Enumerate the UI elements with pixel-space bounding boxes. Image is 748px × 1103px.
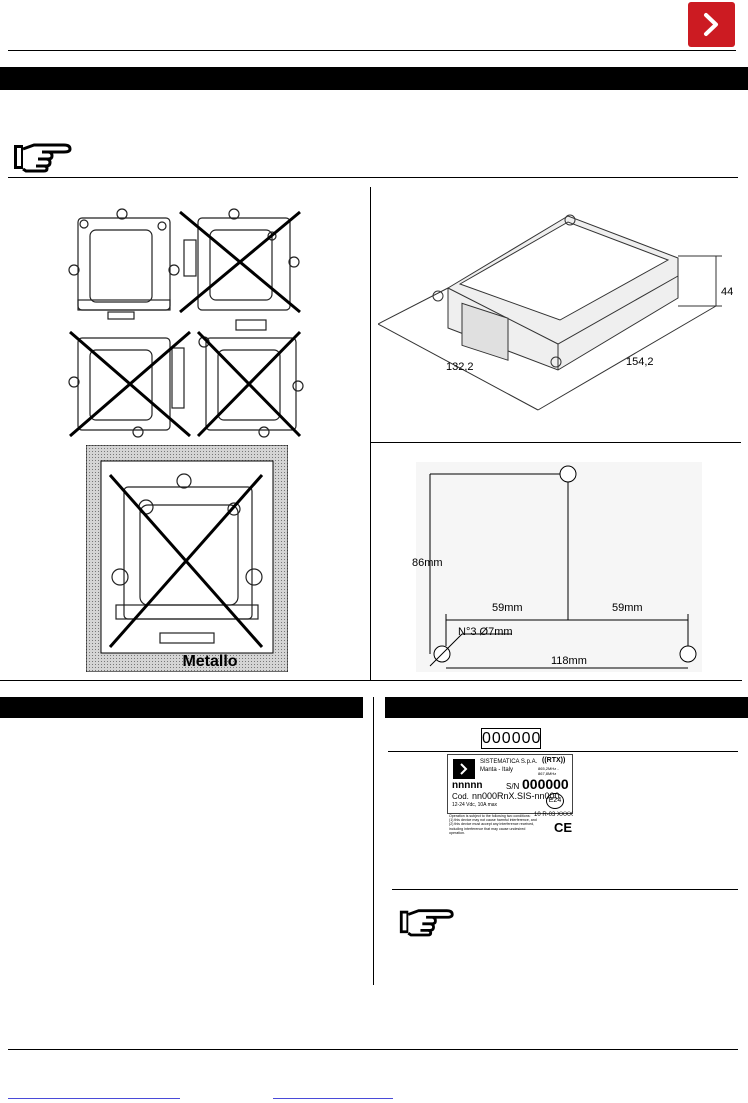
height-dimension: 44 [721,286,734,298]
figure-mid-rule [371,442,741,443]
footer-link-right[interactable] [273,1098,393,1099]
lower-divider [373,697,374,985]
fine-print-line: including interference that may cause un… [449,826,526,835]
label-frequency: 865,2MHz - 867,8MHz [538,766,559,776]
fine-print-line: Operation is subject to the following tw… [449,814,531,818]
section-bar-right [385,697,748,718]
label-radio: ((RTX)) [542,757,566,764]
label-approval: E24 [546,793,564,809]
label-cod-value: nn000RnX.SIS-nn000 [472,791,560,801]
width-dimension: 154,2 [626,356,654,368]
figure-bottom-rule [0,680,742,681]
vertical-distance-label: 86mm [412,557,443,569]
label-cod-label: Cod. [452,792,469,801]
chevron-right-icon [460,763,468,775]
note-rule-lower [392,889,738,890]
material-label: Metallo [182,653,238,670]
holes-spec-label: N°3 Ø7mm [458,626,513,638]
right-distance-label: 59mm [612,602,643,614]
footer-rule [8,1049,738,1050]
label-sn-label: S/N [506,782,520,791]
label-code-short: nnnnn [452,780,483,791]
label-sn-value: 000000 [522,776,569,792]
label-fine-print: Operation is subject to the following tw… [449,814,537,835]
serial-number-field: 000000 [481,728,542,749]
hole-pattern-figure [429,465,697,669]
label-location: Manta - Italy [480,767,514,773]
figure-divider [370,187,371,680]
label-approval-number: 10 R-03 XXXX [534,812,574,818]
hole-pattern-panel [416,462,702,672]
fine-print-line: (2) this device must accept any interfer… [449,822,535,827]
serial-rule [388,751,738,752]
label-logo [453,759,475,779]
note-rule [8,177,738,178]
pointing-hand-icon [14,143,72,173]
dimensions-isometric-figure [378,214,722,411]
total-distance-label: 118mm [551,655,587,667]
header-rule [8,50,736,51]
pointing-hand-icon [399,909,454,937]
section-bar-top [0,67,748,90]
mounting-orientation-figure [68,208,304,438]
fine-print-line: (1) this device may not cause harmful in… [449,818,537,823]
ce-mark: CE [554,820,573,835]
chevron-right-icon [704,13,718,36]
label-power: 12-24 Vdc, 10A max [452,802,498,808]
brand-logo [688,2,735,47]
product-label-sticker: SISTEMATICA S.p.A. Manta - Italy ((RTX))… [447,754,573,814]
depth-dimension: 132,2 [446,361,474,373]
footer-link-left[interactable] [8,1098,180,1099]
metal-enclosure-figure [86,445,288,672]
label-company: SISTEMATICA S.p.A. [480,759,538,765]
left-distance-label: 59mm [492,602,523,614]
section-bar-left [0,697,363,718]
